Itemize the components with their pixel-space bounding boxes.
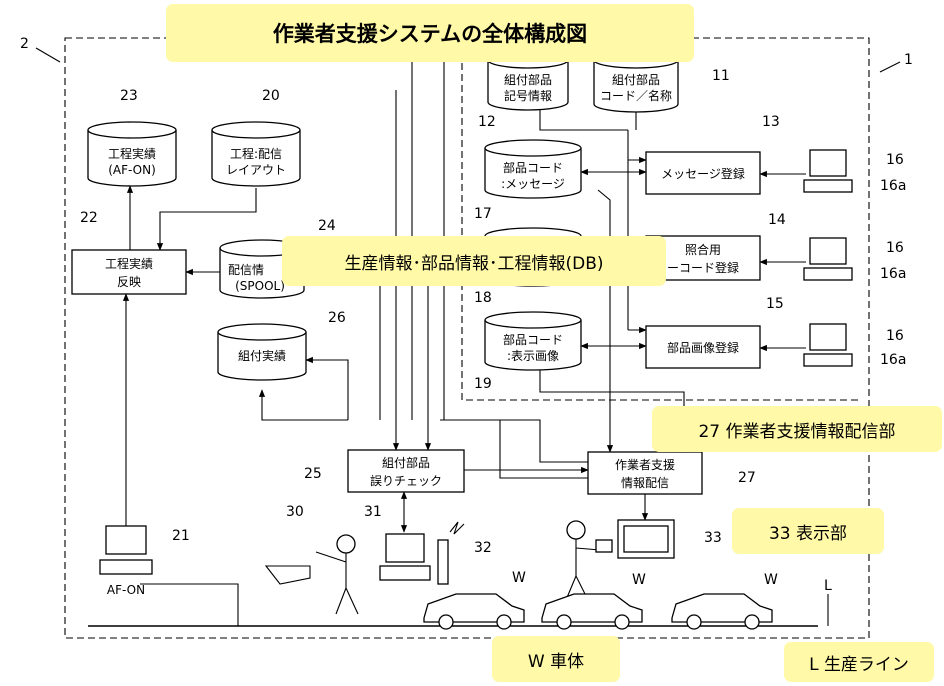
ref-32: 32	[474, 540, 492, 556]
reference-numerals: 1 2 11 12 13 14 15 16 16 16 16a 16a 16a …	[20, 36, 913, 556]
ref-16a-a: 16a	[880, 178, 906, 194]
box-sagyousha-haishin: 作業者支援 情報配信	[587, 451, 703, 495]
car-body-1	[423, 593, 525, 630]
label-w2: W	[632, 572, 646, 588]
car-body-2	[541, 593, 643, 630]
ref-18: 18	[474, 290, 492, 306]
terminal-16-c	[803, 323, 853, 367]
db-koutei-layout: 工程:配信 レイアウト	[211, 121, 301, 187]
diagram-title: 作業者支援システムの全体構成図	[166, 4, 694, 62]
ref-31: 31	[364, 504, 382, 520]
ref-19: 19	[474, 376, 492, 392]
db-buhin-message-line2: :メッセージ	[501, 177, 565, 191]
worker-with-part	[565, 520, 613, 601]
ref-16-a: 16	[886, 152, 904, 168]
ref-17: 17	[474, 206, 492, 222]
ref-16-b: 16	[886, 240, 904, 256]
db-koutei-layout-line2: レイアウト	[226, 163, 286, 177]
ref-16a-b: 16a	[880, 266, 906, 282]
ref-25: 25	[304, 466, 322, 482]
ref-16a-c: 16a	[880, 352, 906, 368]
terminal-21	[99, 525, 153, 575]
db-buhin-message: 部品コード :メッセージ	[484, 139, 582, 199]
db-buhin-message-line1: 部品コード	[503, 160, 563, 175]
ref-15: 15	[766, 296, 784, 312]
box-gazou-reg-label: 部品画像登録	[667, 340, 739, 355]
label-w1: W	[512, 570, 526, 586]
callout-body: W 車体	[492, 636, 620, 682]
box-shougou-reg-line2: ーコード登録	[667, 260, 739, 275]
callout-line: L 生産ライン	[784, 642, 934, 682]
box-gazou-reg: 部品画像登録	[645, 325, 761, 369]
box-ayamari-check: 組付部品 誤りチェック	[347, 449, 465, 493]
db-kumitsuke-code-line2: コード／名称	[600, 88, 672, 103]
db-boundary	[461, 52, 860, 401]
db-haishin-line2: (SPOOL)	[235, 279, 285, 293]
car-body-3	[671, 593, 773, 630]
ref-30: 30	[286, 504, 304, 520]
ref-13: 13	[762, 114, 780, 130]
worker-with-tool	[264, 534, 359, 615]
ref-20: 20	[262, 88, 280, 104]
ref-33: 33	[704, 530, 722, 546]
terminal-16-b	[803, 237, 853, 281]
ref-14: 14	[768, 212, 786, 228]
db-koutei-jisseki: 工程実績 (AF-ON)	[87, 121, 177, 187]
box-ayamari-check-line1: 組付部品	[382, 455, 430, 470]
box-message-reg-label: メッセージ登録	[661, 166, 745, 181]
display-33	[617, 519, 675, 559]
box-shougou-reg-line1: 照合用	[685, 242, 721, 257]
box-jisseki-hanei-line2: 反映	[117, 275, 141, 289]
box-ayamari-check-line2: 誤りチェック	[370, 473, 442, 488]
ref-21: 21	[172, 528, 190, 544]
db-buhin-gazou: 部品コード :表示画像	[484, 311, 582, 371]
ref-27: 27	[738, 470, 756, 486]
callout-db: 生産情報･部品情報･工程情報(DB)	[282, 236, 666, 286]
ref-1: 1	[904, 52, 913, 68]
box-sagyousha-haishin-line2: 情報配信	[621, 476, 669, 490]
db-buhin-gazou-line2: :表示画像	[507, 349, 559, 363]
callout-display: 33 表示部	[732, 508, 884, 554]
db-kumitsuke-kigou-line2: 記号情報	[504, 88, 552, 103]
ref-16-c: 16	[886, 328, 904, 344]
db-kumitsuke-kigou-line1: 組付部品	[504, 72, 552, 87]
db-kumitsuke-code-line1: 組付部品	[612, 72, 660, 87]
label-w3: W	[764, 572, 778, 588]
db-haishin-line1: 配信情	[228, 263, 264, 277]
callout-distribution: 27 作業者支援情報配信部	[652, 406, 942, 452]
ref-23: 23	[120, 88, 138, 104]
db-kumitsuke-jisseki-label: 組付実績	[238, 348, 286, 363]
ref-11: 11	[712, 68, 730, 84]
box-jisseki-hanei-line1: 工程実績	[105, 256, 153, 271]
box-sagyousha-haishin-line1: 作業者支援	[615, 458, 675, 472]
ref-12: 12	[478, 114, 496, 130]
ref-26: 26	[328, 310, 346, 326]
db-koutei-jisseki-line1: 工程実績	[108, 146, 156, 161]
terminal-31	[379, 533, 431, 581]
label-af-on: AF-ON	[107, 583, 145, 597]
ref-2: 2	[20, 36, 29, 52]
ref-22: 22	[80, 210, 98, 226]
db-kumitsuke-jisseki: 組付実績	[217, 323, 307, 381]
box-message-reg: メッセージ登録	[645, 151, 761, 195]
terminal-16-a	[803, 149, 853, 193]
ref-24: 24	[318, 218, 336, 234]
label-l: L	[824, 578, 832, 594]
db-koutei-layout-line1: 工程:配信	[230, 146, 282, 161]
box-jisseki-hanei: 工程実績 反映	[71, 249, 187, 295]
signal-tower-32	[437, 521, 465, 585]
db-koutei-jisseki-line2: (AF-ON)	[108, 163, 156, 177]
db-buhin-gazou-line1: 部品コード	[503, 332, 563, 347]
